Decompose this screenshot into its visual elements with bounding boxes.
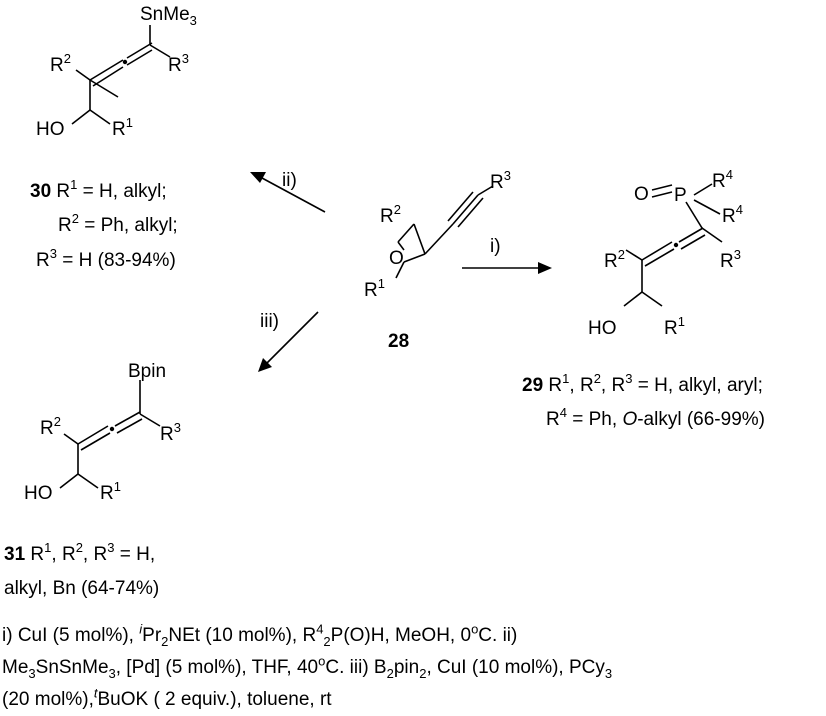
atom-r2: R2	[604, 247, 625, 272]
atom-bpin: Bpin	[128, 361, 166, 382]
compound-31-label: 31 R1, R2, R3 = H, alkyl, Bn (64-74%)	[4, 540, 159, 599]
svg-text:alkyl, Bn (64-74%): alkyl, Bn (64-74%)	[4, 578, 159, 599]
atom-r3: R3	[160, 420, 181, 445]
compound-28-structure: R3 R2 O R1	[364, 168, 511, 301]
atom-r1: R1	[364, 276, 385, 301]
reaction-scheme: SnMe3 R2 R3 HO R1 30 R1 = H, alkyl; R2 =…	[4, 4, 765, 599]
atom-r1: R1	[112, 115, 133, 140]
reaction-conditions-footnote: i) CuI (5 mol%), iPr2NEt (10 mol%), R42P…	[2, 620, 820, 716]
atom-r3: R3	[720, 247, 741, 272]
svg-text:R3 = H (83-94%): R3 = H (83-94%)	[36, 246, 176, 271]
svg-text:R2 = Ph, alkyl;: R2 = Ph, alkyl;	[58, 211, 178, 236]
atom-r2: R2	[40, 414, 61, 439]
svg-text:R4 = Ph, O-alkyl (66-99%): R4 = Ph, O-alkyl (66-99%)	[546, 405, 765, 430]
atom-ho: HO	[588, 318, 617, 339]
arrow-iii-label: iii)	[260, 311, 279, 332]
compound-29-label: 29 R1, R2, R3 = H, alkyl, aryl; R4 = Ph,…	[522, 371, 765, 430]
atom-r2: R2	[380, 202, 401, 227]
footnote-line-1: i) CuI (5 mol%), iPr2NEt (10 mol%), R42P…	[2, 621, 518, 649]
compound-30-label: 30 R1 = H, alkyl; R2 = Ph, alkyl; R3 = H…	[30, 177, 178, 271]
compound-29-structure: O P R4 R4 R2 R3 HO R1	[588, 167, 743, 339]
arrow-i-label: i)	[490, 236, 501, 257]
svg-text:31 R1, R2, R3 = H,: 31 R1, R2, R3 = H,	[4, 540, 155, 565]
atom-p: P	[674, 185, 687, 206]
arrow-ii-label: ii)	[282, 170, 297, 191]
atom-r1: R1	[664, 314, 685, 339]
compound-28-label: 28	[388, 331, 409, 352]
atom-r2: R2	[50, 51, 71, 76]
compound-31-structure: Bpin R2 R3 HO R1	[24, 361, 181, 504]
arrow-iii: iii)	[258, 311, 319, 372]
atom-snme3: SnMe3	[140, 4, 197, 28]
atom-r1: R1	[100, 479, 121, 504]
svg-text:29 R1, R2, R3 = H, alkyl, aryl: 29 R1, R2, R3 = H, alkyl, aryl;	[522, 371, 763, 396]
atom-ho: HO	[24, 483, 53, 504]
atom-ho: HO	[36, 119, 65, 140]
atom-r3: R3	[168, 51, 189, 76]
atom-o: O	[634, 184, 649, 205]
atom-r4-top: R4	[712, 167, 733, 192]
footnote-line-2: Me3SnSnMe3, [Pd] (5 mol%), THF, 40oC. ii…	[2, 653, 613, 681]
atom-o: O	[389, 248, 404, 269]
arrow-ii: ii)	[250, 170, 326, 213]
atom-r4: R4	[722, 202, 743, 227]
svg-text:30 R1 = H, alkyl;: 30 R1 = H, alkyl;	[30, 177, 167, 202]
footnote-line-3: (20 mol%),tBuOK ( 2 equiv.), toluene, rt	[2, 685, 332, 710]
compound-30-structure: SnMe3 R2 R3 HO R1	[36, 4, 197, 140]
atom-r3: R3	[490, 168, 511, 193]
arrow-i: i)	[462, 236, 552, 274]
